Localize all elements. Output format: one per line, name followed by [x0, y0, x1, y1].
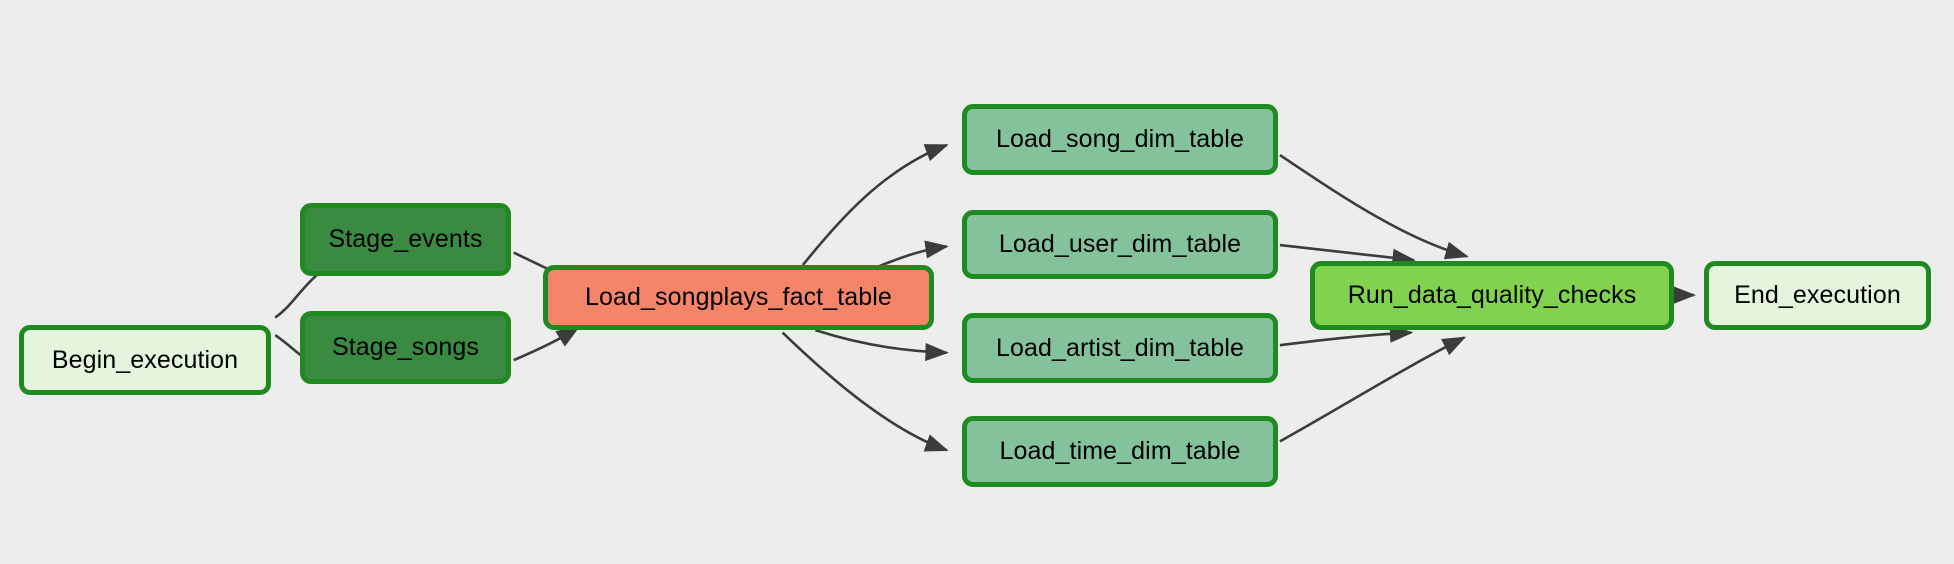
dag-node-label: Run_data_quality_checks — [1347, 281, 1637, 309]
dag-edge-artist-dim-to-checks — [1279, 324, 1414, 347]
dag-node-label: Load_user_dim_table — [998, 230, 1242, 258]
dag-node-label: Load_songplays_fact_table — [585, 283, 892, 311]
dag-node-label: Stage_songs — [331, 333, 480, 361]
dag-node-load_songplays_fact_table[interactable]: Load_songplays_fact_table — [543, 265, 934, 330]
dag-node-load_song_dim_table[interactable]: Load_song_dim_table — [962, 104, 1278, 175]
dag-edge-song-dim-to-checks — [1279, 154, 1469, 260]
dag-edge-fact-to-time-dim — [781, 331, 949, 452]
dag-edge-time-dim-to-checks — [1279, 336, 1467, 443]
dag-edge-user-dim-to-checks — [1279, 243, 1416, 267]
dag-node-label: Load_song_dim_table — [996, 125, 1244, 153]
dag-node-stage_events[interactable]: Stage_events — [300, 203, 511, 276]
dag-edge-fact-to-artist-dim — [815, 328, 949, 362]
dag-node-label: Stage_events — [328, 225, 483, 253]
dag-node-load_artist_dim_table[interactable]: Load_artist_dim_table — [962, 313, 1278, 383]
dag-node-load_time_dim_table[interactable]: Load_time_dim_table — [962, 416, 1278, 487]
dag-edge-stage-songs-to-fact — [513, 326, 580, 362]
dag-node-begin_execution[interactable]: Begin_execution — [19, 325, 271, 395]
dag-node-label: Load_time_dim_table — [999, 437, 1241, 465]
dag-node-label: Load_artist_dim_table — [995, 333, 1245, 362]
dag-node-end_execution[interactable]: End_execution — [1704, 261, 1931, 330]
dag-node-label: End_execution — [1734, 281, 1901, 309]
dag-node-run_data_quality_checks[interactable]: Run_data_quality_checks — [1310, 261, 1674, 330]
dag-node-label: Begin_execution — [51, 345, 239, 374]
dag-edge-fact-to-user-dim — [878, 240, 949, 268]
dag-node-load_user_dim_table[interactable]: Load_user_dim_table — [962, 210, 1278, 279]
dag-node-stage_songs[interactable]: Stage_songs — [300, 311, 511, 384]
dag-edge-fact-to-song-dim — [801, 143, 949, 266]
